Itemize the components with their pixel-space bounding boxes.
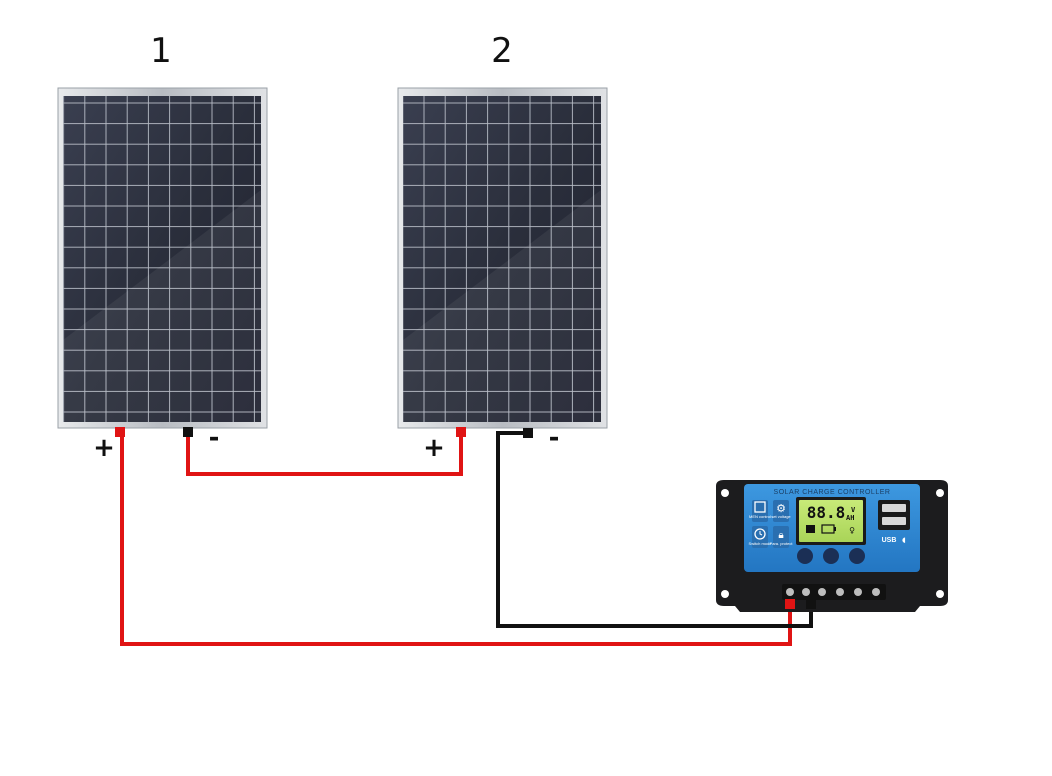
gear-icon: ⚙ xyxy=(776,502,786,515)
panel-1-negative-connector xyxy=(183,427,193,437)
terminal-solar-negative xyxy=(802,588,810,596)
panel-1-minus-label: - xyxy=(209,423,220,453)
gear-icon-label: set voltage xyxy=(771,514,791,519)
controller-positive-input-connector xyxy=(785,599,795,609)
lcd-unit-v: V xyxy=(851,506,856,514)
wiring xyxy=(120,430,813,646)
controller-button-left[interactable] xyxy=(797,548,813,564)
controller-title: SOLAR CHARGE CONTROLLER xyxy=(774,489,891,496)
mount-hole-tl xyxy=(721,489,729,497)
terminal-battery-negative xyxy=(836,588,844,596)
lcd-unit-ah: AH xyxy=(846,514,854,522)
controller-button-middle[interactable] xyxy=(823,548,839,564)
controller-button-right[interactable] xyxy=(849,548,865,564)
series-wire-panel1-neg-to-panel2-pos xyxy=(186,432,463,476)
lcd-panel-symbol xyxy=(806,525,815,533)
terminal-load-negative xyxy=(872,588,880,596)
menu-icon xyxy=(754,501,766,513)
controller-icon-grid: MEN control ⚙ set voltage Switch mode 🔒︎… xyxy=(749,500,794,548)
panel-1-number: 1 xyxy=(150,31,172,71)
panel-1-positive-connector xyxy=(115,427,125,437)
panel-2-positive-connector xyxy=(456,427,466,437)
usb-ports: USB ◖ xyxy=(878,500,910,544)
negative-wire-panel2-to-controller xyxy=(496,431,813,628)
panel-1-cell-grid xyxy=(63,96,261,422)
panel-2-cell-grid xyxy=(403,96,601,422)
mount-hole-br xyxy=(936,590,944,598)
charge-controller: SOLAR CHARGE CONTROLLER MEN control ⚙ se… xyxy=(716,480,948,612)
positive-wire-panel1-to-controller xyxy=(120,430,792,646)
panel-2-plus-label: + xyxy=(423,433,445,463)
terminal-strip xyxy=(782,584,886,609)
panel-2-reflection xyxy=(403,190,601,422)
panel-2-minus-label: - xyxy=(549,423,560,453)
mount-hole-tr xyxy=(936,489,944,497)
lcd-digits: 88.8 xyxy=(807,503,846,522)
usb-label: USB xyxy=(882,537,897,544)
lock-icon: 🔒︎ xyxy=(778,530,783,541)
lock-icon-label: Para. protect xyxy=(770,541,794,546)
panel-1-reflection xyxy=(63,190,261,422)
terminal-battery-positive xyxy=(818,588,826,596)
usb-port-1 xyxy=(882,504,906,512)
panel-2-number: 2 xyxy=(491,31,513,71)
lcd-bulb-icon: ♀ xyxy=(849,526,855,535)
clock-icon xyxy=(754,528,766,540)
solar-panel-2: 2 + - xyxy=(397,31,608,463)
usb-port-2 xyxy=(882,517,906,525)
solar-panel-1: 1 + - xyxy=(57,31,268,463)
usb-connector-icon: ◖ xyxy=(902,536,906,544)
mount-hole-bl xyxy=(721,590,729,598)
terminal-load-positive xyxy=(854,588,862,596)
controller-negative-input-connector xyxy=(806,599,816,609)
lcd-display: 88.8 V AH ♀ xyxy=(796,497,866,545)
clock-icon-label: Switch mode xyxy=(749,541,773,546)
panel-2-negative-connector xyxy=(523,428,533,438)
panel-1-plus-label: + xyxy=(93,433,115,463)
terminal-solar-positive xyxy=(786,588,794,596)
menu-icon-label: MEN control xyxy=(749,514,771,519)
